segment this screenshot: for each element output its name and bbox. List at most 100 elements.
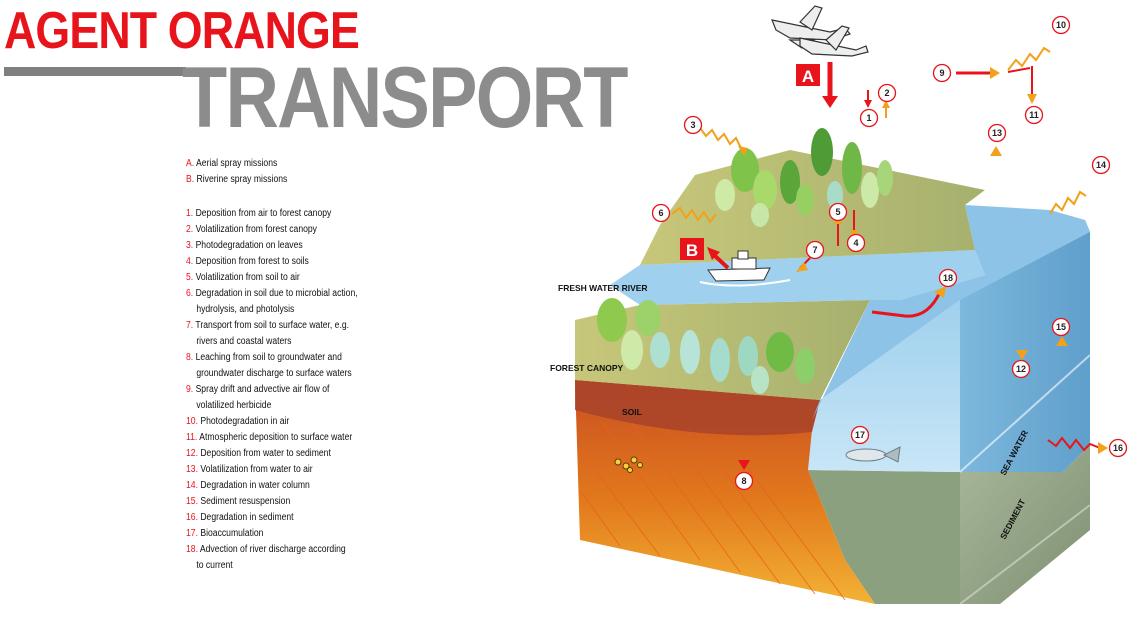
legend-key: 10. [186, 416, 198, 427]
soil-particles-icon [614, 456, 643, 473]
legend-text: Bioaccumulation [200, 528, 264, 539]
legend-item: 10. Photodegradation in air [186, 414, 358, 430]
title-transport: TRANSPORT [182, 50, 628, 146]
legend-text: Volatilization from water to air [200, 464, 313, 475]
legend-item: 9. Spray drift and advective air flow of… [186, 382, 358, 414]
legend-text: Photodegradation in air [200, 416, 290, 427]
aircraft-icon [771, 5, 869, 57]
legend-key: 7. [186, 320, 194, 331]
marker-label: 1 [866, 113, 871, 123]
legend-text: Spray drift and advective air flow of [195, 384, 330, 395]
legend-key: 14. [186, 480, 198, 491]
marker-label: 16 [1113, 443, 1123, 453]
legend-key: 12. [186, 448, 198, 459]
legend-text: Advection of river discharge according [199, 544, 346, 555]
legend-text: Photodegradation on leaves [195, 240, 303, 251]
marker-2: 2 [877, 83, 897, 103]
legend-item: 1. Deposition from air to forest canopy [186, 206, 358, 222]
marker-label: 3 [690, 120, 695, 130]
legend-item: 6. Degradation in soil due to microbial … [186, 286, 358, 318]
marker-12: 12 [1011, 359, 1031, 379]
trees-lower [597, 298, 815, 394]
marker-label: 10 [1056, 20, 1066, 30]
boat-icon [699, 250, 791, 287]
legend-key: 13. [186, 464, 198, 475]
sea-top-bay [812, 300, 960, 420]
legend-key: 4. [186, 256, 194, 267]
legend-item: 12. Deposition from water to sediment [186, 446, 358, 462]
legend-item: 17. Bioaccumulation [186, 526, 358, 542]
legend-item: 14. Degradation in water column [186, 478, 358, 494]
marker-14: 14 [1091, 155, 1111, 175]
legend-item: 15. Sediment resuspension [186, 494, 358, 510]
legend-text-continued: hydrolysis, and photolysis [196, 304, 295, 315]
marker-10: 10 [1051, 15, 1071, 35]
legend-item: 2. Volatilization from forest canopy [186, 222, 358, 238]
label-fresh-water-river: FRESH WATER RIVER [558, 283, 648, 293]
marker-label: 17 [855, 430, 865, 440]
marker-label: 11 [1029, 110, 1039, 120]
marker-15: 15 [1051, 317, 1071, 337]
legend-text: Deposition from air to forest canopy [195, 208, 332, 219]
legend-key: A. [186, 158, 195, 169]
marker-label: 4 [853, 238, 858, 248]
legend-item: 8. Leaching from soil to groundwater and… [186, 350, 358, 382]
legend-key: 8. [186, 352, 194, 363]
marker-11: 11 [1024, 105, 1044, 125]
legend-text-continued: rivers and coastal waters [196, 336, 292, 347]
marker-label: 12 [1016, 364, 1026, 374]
legend-item: 5. Volatilization from soil to air [186, 270, 358, 286]
legend-item: 7. Transport from soil to surface water,… [186, 318, 358, 350]
legend-key: 16. [186, 512, 198, 523]
legend-text: Leaching from soil to groundwater and [195, 352, 342, 363]
marker-4: 4 [846, 233, 866, 253]
marker-17: 17 [850, 425, 870, 445]
badge-a-box [796, 64, 820, 86]
legend-text-continued: to current [196, 560, 233, 571]
trees-upper [715, 128, 893, 227]
marker-1: 1 [859, 108, 879, 128]
badge-b: B [686, 241, 698, 260]
fresh-water-river [610, 250, 985, 305]
legend-item: 4. Deposition from forest to soils [186, 254, 358, 270]
legend-text: Aerial spray missions [196, 158, 278, 169]
marker-label: 8 [741, 476, 746, 486]
legend-text: Degradation in sediment [200, 512, 294, 523]
marker-13: 13 [987, 123, 1007, 143]
legend-text: Volatilization from forest canopy [195, 224, 317, 235]
legend-text: Deposition from water to sediment [200, 448, 331, 459]
sediment-side-face [960, 445, 1090, 604]
sediment-front-face [808, 470, 960, 604]
marker-label: 2 [884, 88, 889, 98]
legend-item: 18. Advection of river discharge accordi… [186, 542, 358, 574]
badge-a: A [802, 67, 814, 86]
legend-item: B. Riverine spray missions [186, 172, 358, 188]
legend-key: 17. [186, 528, 198, 539]
marker-18: 18 [938, 268, 958, 288]
legend-key: 6. [186, 288, 194, 299]
sea-top-surface [870, 205, 1090, 300]
fish-icon [845, 446, 901, 463]
legend-text: Degradation in water column [200, 480, 310, 491]
legend-item: 16. Degradation in sediment [186, 510, 358, 526]
legend-key: B. [186, 174, 195, 185]
legend-key: 5. [186, 272, 194, 283]
title-agent-orange: AGENT ORANGE [4, 2, 360, 60]
legend-item: 11. Atmospheric deposition to surface wa… [186, 430, 358, 446]
legend-key: 1. [186, 208, 194, 219]
legend-key: 2. [186, 224, 194, 235]
marker-label: 15 [1056, 322, 1066, 332]
legend-key: 9. [186, 384, 194, 395]
legend-text: Riverine spray missions [196, 174, 288, 185]
sea-front-face [808, 300, 960, 472]
marker-8: 8 [734, 471, 754, 491]
marker-label: 14 [1096, 160, 1106, 170]
soil-front-face [575, 380, 875, 604]
legend-text: Degradation in soil due to microbial act… [195, 288, 358, 299]
legend-item: 13. Volatilization from water to air [186, 462, 358, 478]
marker-9: 9 [932, 63, 952, 83]
marker-3: 3 [683, 115, 703, 135]
legend-text-continued: groundwater discharge to surface waters [196, 368, 352, 379]
